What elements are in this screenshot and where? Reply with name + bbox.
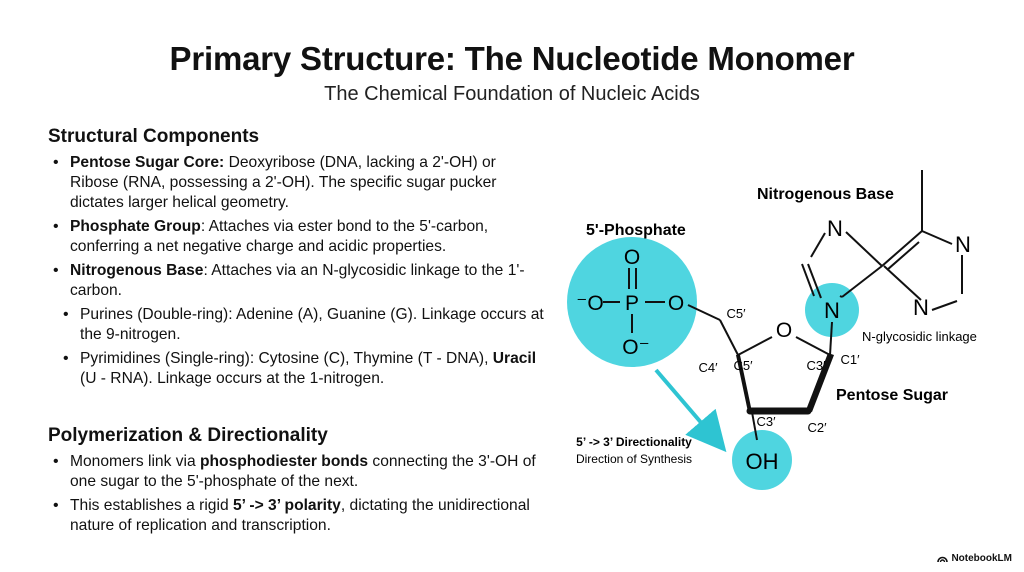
glycosidic-label: N-glycosidic linkage: [862, 329, 977, 344]
carbon-c3-ring: C3′: [806, 358, 826, 373]
nitrogen-highlight: [805, 283, 859, 337]
atom-o-top: O: [624, 246, 640, 269]
base-nitrogen-9: N: [824, 298, 840, 323]
item-term: Uracil: [492, 350, 537, 367]
item-term: 5’ -> 3’ polarity: [232, 497, 341, 514]
list-item: Phosphate Group: Attaches via ester bond…: [48, 217, 548, 257]
oh-highlight: [732, 430, 792, 490]
polymerization-list: Monomers link via phosphodiester bonds c…: [48, 452, 548, 540]
list-item: Nitrogenous Base: Attaches via an N-glyc…: [48, 261, 548, 301]
list-item-purines: Purines (Double-ring): Adenine (A), Guan…: [48, 305, 548, 345]
base-nitrogen-7: N: [827, 216, 843, 241]
carbon-c5-ring: C5′: [733, 358, 753, 373]
list-item: This establishes a rigid 5’ -> 3’ polari…: [48, 496, 548, 536]
phosphate-label: 5'-Phosphate: [586, 222, 686, 239]
carbon-c2: C2′: [807, 420, 827, 435]
page-subtitle: The Chemical Foundation of Nucleic Acids: [324, 83, 700, 105]
carbon-c4: C4′: [698, 360, 718, 375]
item-text: : Adenine (A), Guanine (G). Linkage occu…: [80, 306, 544, 343]
carbon-c3-bottom: C3′: [756, 414, 776, 429]
sugar-ring: [736, 321, 834, 441]
base-rings: [801, 170, 963, 311]
list-item: Monomers link via phosphodiester bonds c…: [48, 452, 548, 492]
atom-oh: OH: [746, 449, 779, 474]
ring-oxygen: O: [776, 319, 792, 342]
polymerization-heading: Polymerization & Directionality: [48, 425, 328, 446]
brand-watermark: NotebookLM: [937, 553, 1012, 564]
list-item: Pentose Sugar Core: Deoxyribose (DNA, la…: [48, 153, 548, 213]
sugar-label: Pentose Sugar: [836, 387, 948, 404]
atom-o-bottom: O⁻: [622, 336, 649, 359]
base-nitrogen-3: N: [913, 295, 929, 320]
item-text: , dictating the unidirectional nature of…: [70, 497, 530, 534]
item-text: connecting the 3'-OH of one sugar to the…: [70, 453, 536, 490]
item-text: Deoxyribose (DNA, lacking a 2'-OH) or Ri…: [70, 154, 497, 211]
atom-o-right: O: [668, 292, 684, 315]
carbon-c5-chain: C5′: [726, 306, 746, 321]
notebooklm-logo-icon: [937, 556, 949, 563]
base-nitrogen-1: N: [955, 232, 971, 257]
phosphate-bonds: [603, 268, 739, 356]
list-item-pyrimidines: Pyrimidines (Single-ring): Cytosine (C),…: [48, 349, 548, 389]
atom-o-left: ⁻O: [576, 292, 603, 315]
atom-p: P: [625, 292, 639, 315]
item-text: This establishes a rigid: [70, 497, 233, 514]
synthesis-label: Direction of Synthesis: [576, 452, 692, 466]
direction-arrow: [654, 368, 727, 453]
structural-components-heading: Structural Components: [48, 126, 260, 147]
phosphate-highlight: [567, 237, 697, 367]
base-label: Nitrogenous Base: [757, 186, 894, 203]
nucleotide-diagram: O P ⁻O O O⁻ O OH N N N N C5′ C4′ C5′ C3′…: [567, 170, 977, 490]
item-term: Pentose Sugar Core:: [70, 154, 225, 171]
page-title: Primary Structure: The Nucleotide Monome…: [169, 40, 855, 77]
carbon-c1: C1′: [840, 352, 860, 367]
item-text: (U - RNA). Linkage occurs at the 1-nitro…: [80, 370, 385, 387]
item-text: Pyrimidines (Single-ring): Cytosine (C),…: [80, 350, 493, 367]
item-text: Monomers link via: [70, 453, 200, 470]
item-text: : Attaches via ester bond to the 5'-carb…: [70, 218, 489, 255]
item-term: Nitrogenous Base: [70, 262, 204, 279]
item-term: Purines (Double-ring): [80, 306, 229, 323]
item-term: Phosphate Group: [70, 218, 201, 235]
direction-label: 5’ -> 3’ Directionality: [576, 435, 692, 449]
brand-text: NotebookLM: [951, 553, 1012, 564]
item-text: : Attaches via an N-glycosidic linkage t…: [70, 262, 525, 299]
item-term: phosphodiester bonds: [200, 453, 369, 470]
structural-components-list: Pentose Sugar Core: Deoxyribose (DNA, la…: [48, 153, 548, 393]
